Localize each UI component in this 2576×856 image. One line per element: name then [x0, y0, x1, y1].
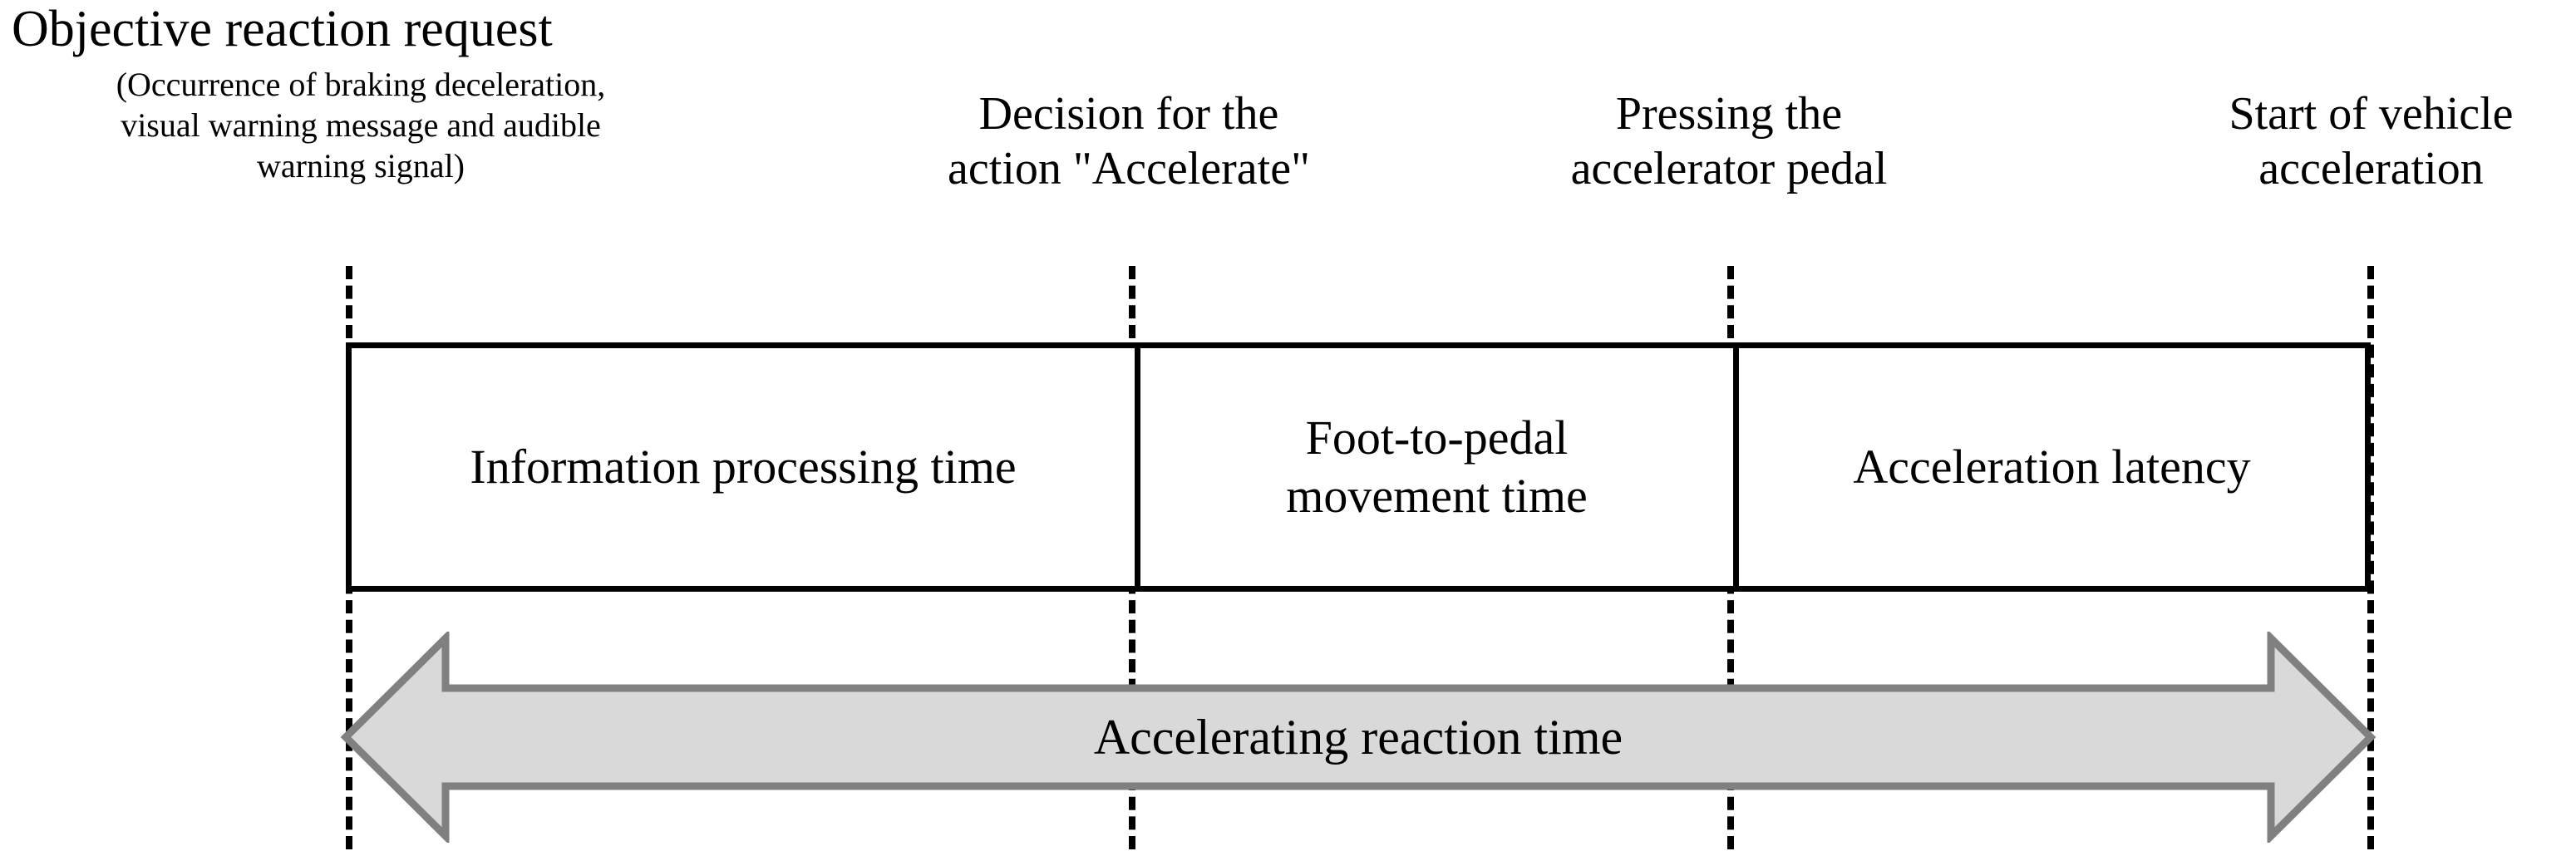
event-label-objective-reaction-request-title: Objective reaction request: [12, 1, 553, 57]
event-label-pressing-accelerator-pedal: Pressing the accelerator pedal: [1570, 88, 1888, 195]
double-headed-arrow-icon: [340, 632, 2377, 843]
event-label-start-of-vehicle-acceleration: Start of vehicle acceleration: [2229, 88, 2514, 195]
phase-bar: Information processing time Foot-to-peda…: [346, 342, 2371, 592]
marker-line-start-of-vehicle-acceleration: [2367, 266, 2374, 849]
event-label-objective-reaction-request-subtitle: (Occurrence of braking deceleration, vis…: [116, 66, 606, 184]
phase-acceleration-latency: Acceleration latency: [1733, 348, 2365, 586]
accelerating-reaction-time-arrow: Accelerating reaction time: [339, 632, 2377, 843]
phase-information-processing-time: Information processing time: [352, 348, 1135, 586]
phase-foot-to-pedal-movement-time: Foot-to-pedal movement time: [1135, 348, 1733, 586]
event-label-decision-accelerate: Decision for the action "Accelerate": [948, 88, 1310, 195]
